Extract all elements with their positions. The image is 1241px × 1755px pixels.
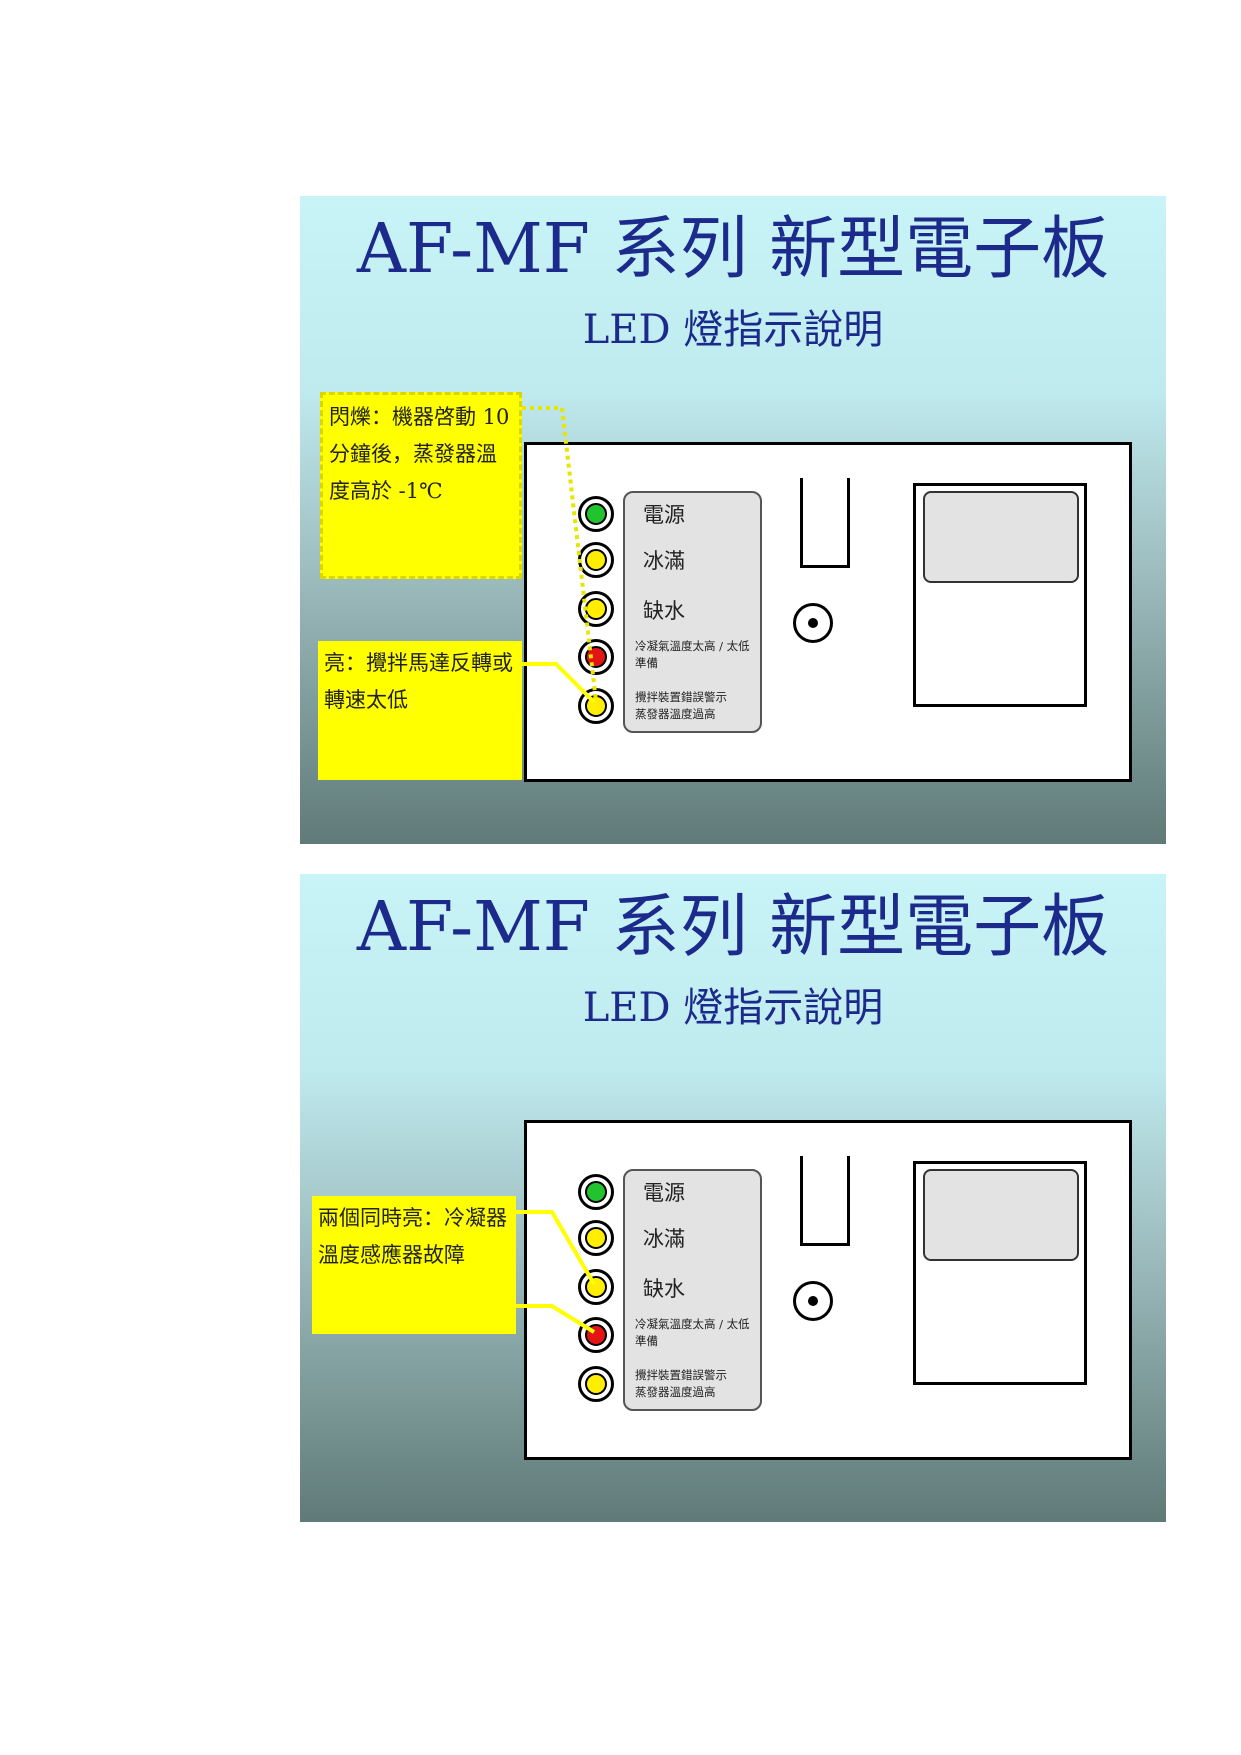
- control-panel: 電源 冰滿 缺水 冷凝氣溫度太高 / 太低 準備 攪拌裝置錯誤警示 蒸發器溫度過…: [524, 1120, 1132, 1460]
- label-ice-full: 冰滿: [643, 1227, 685, 1251]
- led-green-power: [578, 496, 614, 532]
- slide-title: AF-MF 系列 新型電子板: [356, 210, 1110, 289]
- panel-door: [913, 483, 1087, 707]
- panel-door: [913, 1161, 1087, 1385]
- led-red-condenser: [578, 639, 614, 675]
- label-power: 電源: [643, 503, 685, 527]
- led-label-box: 電源 冰滿 缺水 冷凝氣溫度太高 / 太低 準備 攪拌裝置錯誤警示 蒸發器溫度過…: [623, 491, 762, 733]
- slide-subtitle: LED 燈指示說明: [582, 307, 884, 353]
- led-yellow-ice-full: [578, 542, 614, 578]
- slide-1: AF-MF 系列 新型電子板 LED 燈指示說明 電源 冰滿 缺水 冷凝氣溫度太…: [300, 196, 1166, 844]
- rotary-knob: [793, 603, 833, 643]
- label-ice-full: 冰滿: [643, 549, 685, 573]
- leader-lines: [516, 1210, 596, 1334]
- slide-subtitle: LED 燈指示說明: [582, 985, 884, 1031]
- label-mixer: 攪拌裝置錯誤警示 蒸發器溫度過高: [635, 1368, 727, 1399]
- led-yellow-mixer: [578, 1366, 614, 1402]
- label-mixer: 攪拌裝置錯誤警示 蒸發器溫度過高: [635, 690, 727, 721]
- leader-line-on: [522, 662, 596, 704]
- rotary-knob: [793, 1281, 833, 1321]
- door-window: [923, 491, 1079, 583]
- callout-both-on: 兩個同時亮：冷凝器溫度感應器故障: [312, 1196, 516, 1334]
- led-yellow-ice-full: [578, 1220, 614, 1256]
- leader-line-condenser: [516, 1304, 596, 1334]
- label-water-low: 缺水: [643, 599, 685, 623]
- ice-slot: [800, 478, 850, 568]
- led-green-power: [578, 1174, 614, 1210]
- leader-line-flashing: [522, 406, 598, 702]
- slide-title: AF-MF 系列 新型電子板: [356, 888, 1110, 967]
- callout-on: 亮：攪拌馬達反轉或轉速太低: [318, 641, 522, 780]
- door-window: [923, 1169, 1079, 1261]
- label-power: 電源: [643, 1181, 685, 1205]
- label-condenser: 冷凝氣溫度太高 / 太低 準備: [635, 639, 750, 670]
- leader-lines: [522, 406, 598, 704]
- led-label-box: 電源 冰滿 缺水 冷凝氣溫度太高 / 太低 準備 攪拌裝置錯誤警示 蒸發器溫度過…: [623, 1169, 762, 1411]
- leader-line-water-low: [516, 1210, 596, 1286]
- led-yellow-water-low: [578, 1269, 614, 1305]
- slide-2: AF-MF 系列 新型電子板 LED 燈指示說明 電源 冰滿 缺水 冷凝氣溫度太…: [300, 874, 1166, 1522]
- label-water-low: 缺水: [643, 1277, 685, 1301]
- control-panel: 電源 冰滿 缺水 冷凝氣溫度太高 / 太低 準備 攪拌裝置錯誤警示 蒸發器溫度過…: [524, 442, 1132, 782]
- ice-slot: [800, 1156, 850, 1246]
- callout-flashing: 閃爍：機器啓動 10 分鐘後，蒸發器溫度高於 -1℃: [320, 392, 522, 579]
- label-condenser: 冷凝氣溫度太高 / 太低 準備: [635, 1317, 750, 1348]
